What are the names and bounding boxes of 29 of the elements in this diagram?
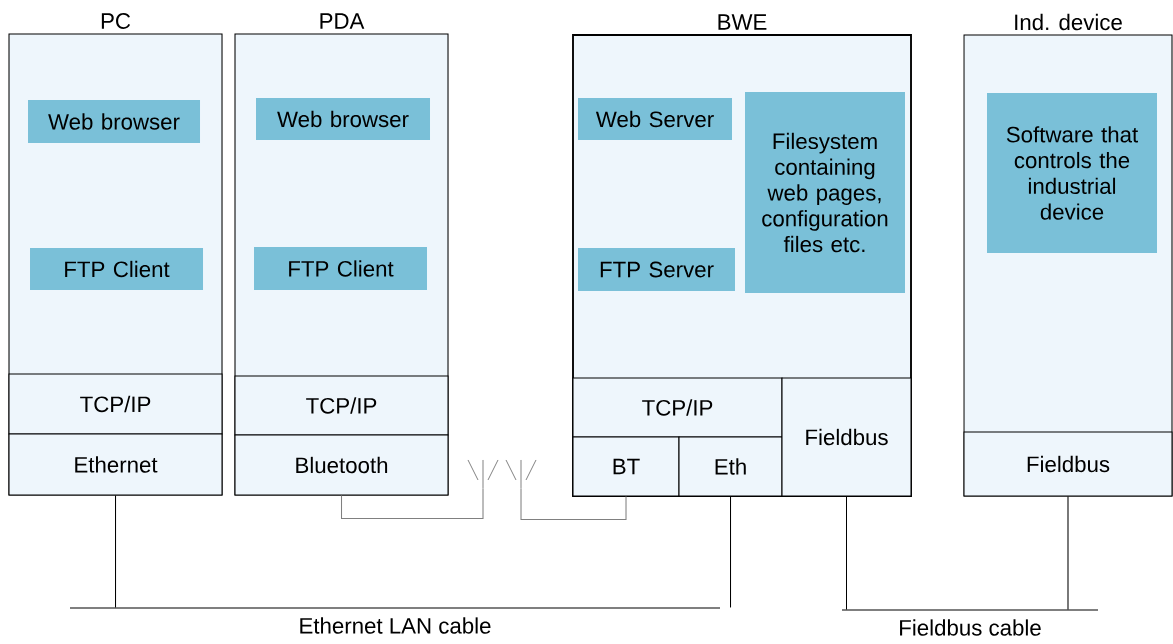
software-box: Software that controls the industrial device (987, 93, 1157, 253)
antenna-icon (467, 459, 499, 489)
software-box: Filesystem containing web pages, configuration files etc. (745, 92, 905, 293)
software-box: Web browser (256, 98, 430, 140)
software-box: FTP Client (254, 247, 427, 290)
software-box: FTP Client (30, 248, 203, 290)
layer-box: Eth (678, 436, 783, 497)
cable-line (845, 496, 848, 610)
cable-line (115, 495, 117, 608)
cable: Ethernet LAN cable (69, 607, 721, 634)
node-label: Ind. device (1015, 13, 1122, 31)
layer-box: Fieldbus (963, 431, 1173, 497)
cable-line (520, 487, 627, 521)
cable-line (341, 487, 484, 520)
software-box: Web browser (28, 100, 200, 143)
layer-box: TCP/IP (8, 373, 223, 435)
layer-box: TCP/IP (234, 375, 449, 436)
layer-box: Ethernet (8, 433, 223, 496)
node-label: PDA (320, 13, 365, 29)
cable-line (1067, 496, 1069, 610)
cable: Fieldbus cable (841, 609, 1099, 636)
software-box: FTP Server (578, 248, 735, 291)
layer-box: Bluetooth (234, 434, 449, 496)
cable-line (730, 496, 732, 608)
node-label: BWE (718, 14, 767, 30)
software-box: Web Server (578, 98, 732, 140)
layer-box: BT (572, 436, 680, 497)
node-label: PC (101, 13, 131, 29)
antenna-icon (505, 459, 537, 489)
